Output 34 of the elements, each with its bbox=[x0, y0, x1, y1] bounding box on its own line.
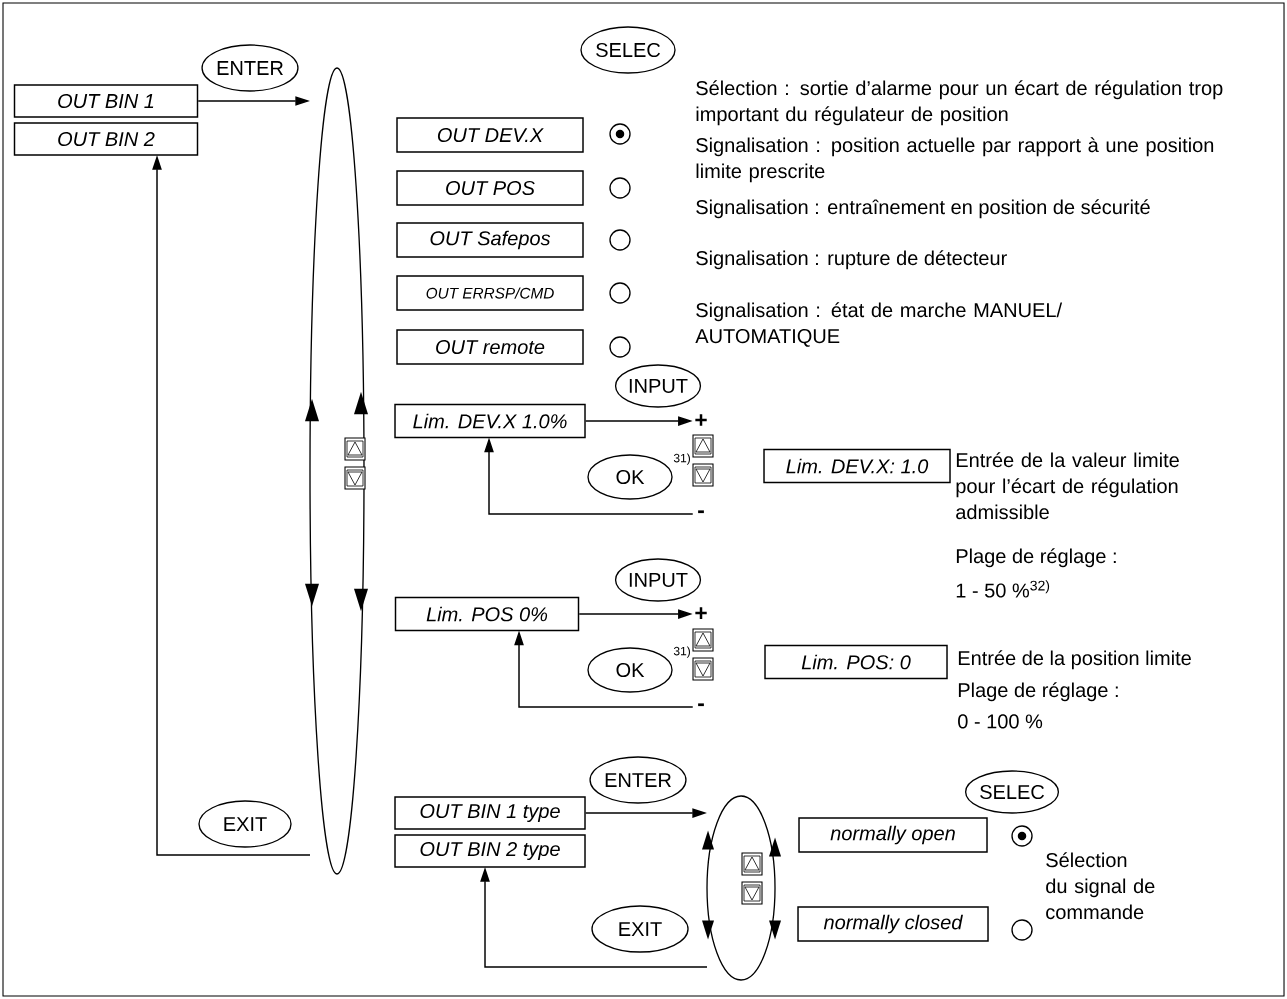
description-text: Signalisation : état de marche MANUEL/ AUTOMATIQUE bbox=[695, 302, 1063, 347]
display-box: Lim. POS 0% bbox=[394, 596, 580, 632]
display-box: OUT DEV.X bbox=[396, 117, 584, 153]
display-box: OUT BIN 2 type bbox=[394, 834, 586, 868]
key-sign: + bbox=[695, 414, 707, 426]
description-text: 1 - 50 %$^{32)}$ bbox=[956, 580, 1050, 598]
display-box: Lim. DEV.X: 1.0 bbox=[763, 448, 951, 484]
key-sign: + bbox=[695, 607, 707, 619]
description-text: 0 - 100 % bbox=[958, 714, 1043, 729]
description-text: Sélection : sortie d’alarme pour un écart de régulation trop important du régulateur de position bbox=[696, 80, 1223, 126]
display-box: OUT ERRSP/CMD bbox=[396, 275, 584, 311]
display-box: OUT BIN 2 bbox=[13, 122, 199, 156]
footnote-mark: 31) bbox=[673, 646, 690, 658]
display-box: Lim. POS: 0 bbox=[764, 644, 948, 680]
footnote-mark: 31) bbox=[673, 453, 690, 465]
menu-loop-ellipse bbox=[706, 795, 776, 981]
key-sign: - bbox=[698, 703, 704, 707]
description-text: Plage de réglage : bbox=[958, 682, 1118, 702]
description-text: Entrée de la valeur limite pour l’écart de régulation admissible bbox=[956, 452, 1179, 520]
display-box: Lim. DEV.X 1.0% bbox=[394, 403, 586, 439]
description-text: Signalisation : position actuelle par rapport à une position limite prescrite bbox=[696, 137, 1214, 183]
description-text: Sélection du signal de commande bbox=[1046, 852, 1155, 920]
display-box: OUT BIN 1 bbox=[13, 84, 199, 118]
display-box: OUT BIN 1 type bbox=[394, 796, 586, 830]
description-text: Signalisation : rupture de détecteur bbox=[696, 250, 1007, 270]
menu-loop-ellipse bbox=[309, 67, 365, 875]
description-text: Signalisation : entraînement en position de sécurité bbox=[696, 199, 1150, 219]
display-box: OUT remote bbox=[396, 329, 584, 365]
display-box: normally closed bbox=[797, 906, 989, 942]
description-text: Plage de réglage : bbox=[956, 548, 1116, 568]
display-box: OUT Safepos bbox=[396, 222, 584, 258]
display-box: normally open bbox=[798, 817, 988, 853]
display-box: OUT POS bbox=[396, 170, 584, 206]
key-sign: - bbox=[698, 510, 704, 514]
